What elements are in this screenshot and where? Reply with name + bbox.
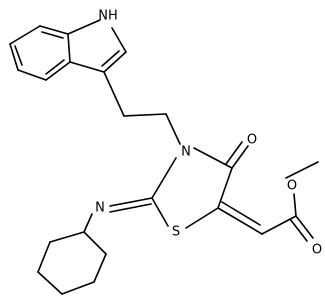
ethyl-linker xyxy=(103,71,181,145)
thiazolidinone-ring xyxy=(151,147,233,229)
ring-n-label: N xyxy=(181,145,191,160)
ketone-bond xyxy=(225,141,249,169)
imine-n-label: N xyxy=(95,201,105,216)
ester-group xyxy=(261,161,319,242)
cyclohexane-ring xyxy=(37,231,107,295)
indole-benzene-ring xyxy=(9,25,71,81)
ester-o-double-label: O xyxy=(312,243,322,258)
imine-bond xyxy=(109,197,153,213)
indole-nh-label: NH xyxy=(98,9,118,24)
indole-pyrrole-ring xyxy=(67,19,127,73)
ring-s-label: S xyxy=(172,225,180,240)
n-cyclohexyl-bond xyxy=(83,213,93,233)
ester-o-single-label: O xyxy=(287,179,297,194)
exocyclic-alkene xyxy=(217,201,263,235)
ketone-o-label: O xyxy=(247,133,257,148)
